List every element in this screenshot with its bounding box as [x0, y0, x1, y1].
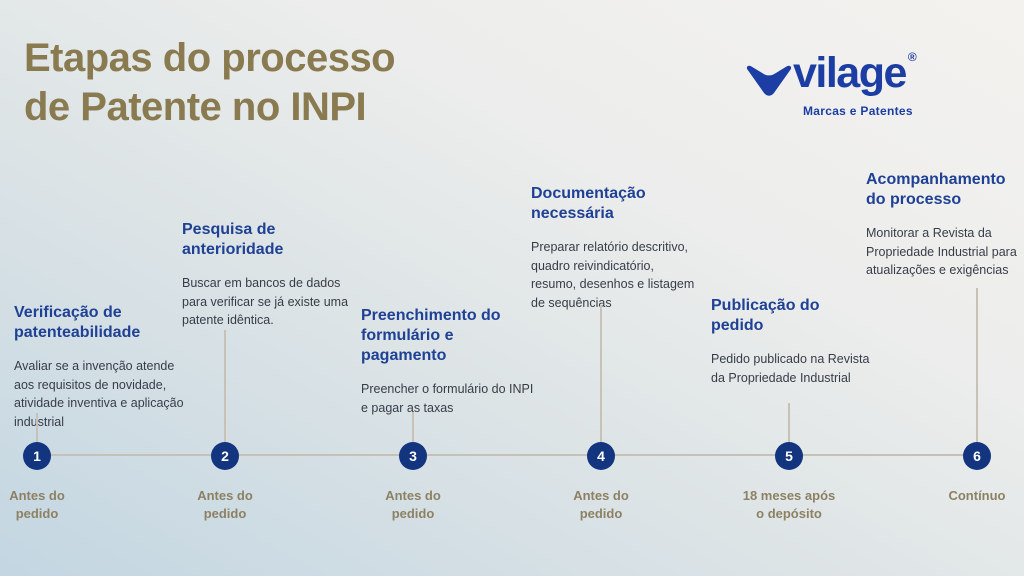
timeline-axis	[37, 454, 977, 456]
step-6-description: Monitorar a Revista da Propriedade Indus…	[866, 226, 1017, 277]
page-title-line2: de Patente no INPI	[24, 84, 367, 129]
step-4-connector-line	[600, 305, 602, 443]
step-4-title: Documentação necessária	[531, 185, 646, 222]
step-4-timing-label: Antes do pedido	[536, 487, 666, 522]
step-6-block: Acompanhamento do processo Monitorar a R…	[866, 170, 1024, 280]
timeline-node-3: 3	[399, 442, 427, 470]
step-1-title: Verificação de patenteabilidade	[14, 304, 141, 341]
registered-mark: ®	[907, 50, 917, 64]
step-5-description: Pedido publicado na Revista da Proprieda…	[711, 352, 870, 385]
step-2-connector-line	[224, 330, 226, 443]
step-6-title: Acompanhamento do processo	[866, 171, 1006, 208]
step-4-description: Preparar relatório descritivo, quadro re…	[531, 240, 695, 310]
step-5-block: Publicação do pedido Pedido publicado na…	[711, 296, 879, 387]
step-3-timing-line1: Antes do	[385, 488, 441, 503]
step-5-title: Publicação do pedido	[711, 297, 820, 334]
step-3-connector-line	[412, 412, 414, 443]
step-3-block: Preenchimento do formulário e pagamento …	[361, 306, 539, 417]
page-title-line1: Etapas do processo	[24, 36, 396, 80]
logo-wordmark: vilage	[793, 49, 907, 97]
step-2-description: Buscar em bancos de dados para verificar…	[182, 276, 349, 327]
step-3-timing-label: Antes do pedido	[348, 487, 478, 522]
step-6-connector-line	[976, 288, 978, 443]
step-5-timing-label: 18 meses após o depósito	[724, 487, 854, 522]
step-4-timing-line1: Antes do	[573, 488, 629, 503]
step-3-title: Preenchimento do formulário e pagamento	[361, 307, 501, 364]
step-3-description: Preencher o formulário do INPI e pagar a…	[361, 382, 534, 415]
timeline-node-5: 5	[775, 442, 803, 470]
step-1-description: Avaliar se a invenção atende aos requisi…	[14, 359, 184, 429]
timeline-node-4: 4	[587, 442, 615, 470]
vilage-v-icon	[746, 65, 792, 96]
step-1-connector-line	[36, 413, 38, 443]
step-5-timing-line1: 18 meses após	[742, 488, 836, 503]
step-2-title: Pesquisa de anterioridade	[182, 221, 284, 258]
logo-tagline: Marcas e Patentes	[803, 104, 913, 118]
step-2-timing-label: Antes do pedido	[160, 487, 290, 522]
step-1-block: Verificação de patenteabilidade Avaliar …	[14, 303, 184, 431]
step-1-timing-label: Antes do pedido	[0, 487, 102, 522]
step-5-timing-line2: o depósito	[756, 505, 822, 521]
step-4-block: Documentação necessária Preparar relatór…	[531, 184, 701, 312]
step-2-timing-line2: pedido	[203, 505, 247, 521]
step-6-timing-label: Contínuo	[912, 487, 1024, 505]
timeline-node-6: 6	[963, 442, 991, 470]
step-6-timing-line1: Contínuo	[948, 488, 1006, 503]
step-4-timing-line2: pedido	[579, 505, 623, 521]
vilage-logo: vilage ® Marcas e Patentes	[745, 49, 945, 118]
step-5-connector-line	[788, 403, 790, 443]
step-2-timing-line1: Antes do	[197, 488, 253, 503]
step-2-block: Pesquisa de anterioridade Buscar em banc…	[182, 220, 354, 330]
step-3-timing-line2: pedido	[391, 505, 435, 521]
page-title: Etapas do processo de Patente no INPI	[24, 34, 396, 132]
step-1-timing-line2: pedido	[15, 505, 59, 521]
timeline-node-1: 1	[23, 442, 51, 470]
timeline-node-2: 2	[211, 442, 239, 470]
step-1-timing-line1: Antes do	[9, 488, 65, 503]
